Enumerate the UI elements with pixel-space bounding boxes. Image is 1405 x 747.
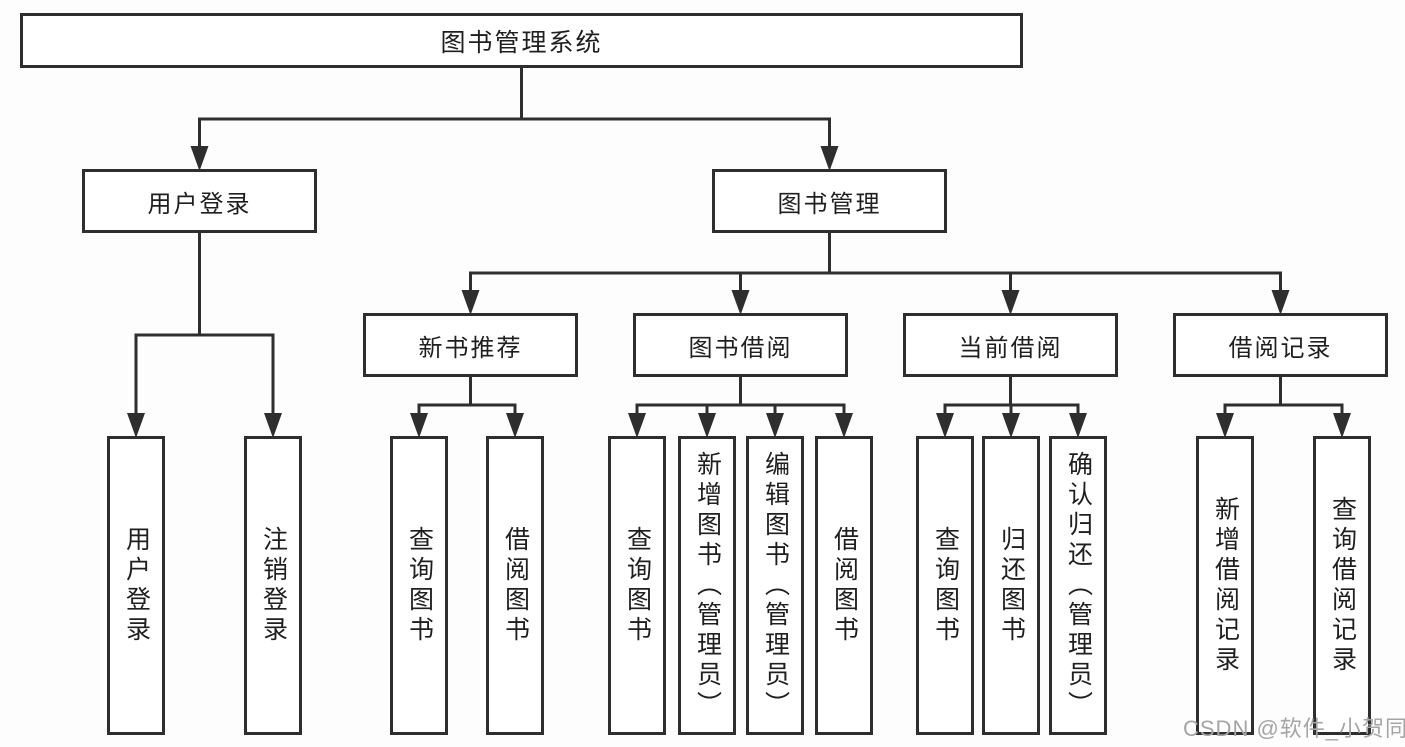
leaf-user-login: 用户登录 (107, 436, 165, 735)
node-current-borrowing: 当前借阅 (903, 313, 1118, 377)
leaf-query-books-recommend: 查询图书 (390, 436, 448, 735)
leaf-borrow-books-recommend: 借阅图书 (486, 436, 544, 735)
leaf-query-books-current: 查询图书 (916, 436, 974, 735)
node-book-borrowing: 图书借阅 (633, 313, 848, 377)
leaf-query-borrow-record: 查询借阅记录 (1313, 436, 1371, 735)
leaf-add-borrow-record: 新增借阅记录 (1196, 436, 1254, 735)
leaf-add-book-admin: 新增图书（管理员） (678, 436, 736, 735)
leaf-edit-book-admin: 编辑图书（管理员） (746, 436, 804, 735)
node-new-book-recommend: 新书推荐 (363, 313, 578, 377)
arrowhead-icons (127, 146, 1351, 438)
leaf-return-book: 归还图书 (982, 436, 1040, 735)
root-node-library-management-system: 图书管理系统 (20, 13, 1023, 68)
branch-book-management: 图书管理 (712, 169, 947, 233)
leaf-logout: 注销登录 (244, 436, 302, 735)
node-borrowing-records: 借阅记录 (1173, 313, 1388, 377)
leaf-borrow-books-borrowing: 借阅图书 (815, 436, 873, 735)
csdn-watermark: CSDN @软件_小贺同学 (1183, 716, 1405, 741)
branch-user-login: 用户登录 (82, 169, 317, 233)
leaf-confirm-return-admin: 确认归还（管理员） (1049, 436, 1107, 735)
leaf-query-books-borrowing: 查询图书 (608, 436, 666, 735)
